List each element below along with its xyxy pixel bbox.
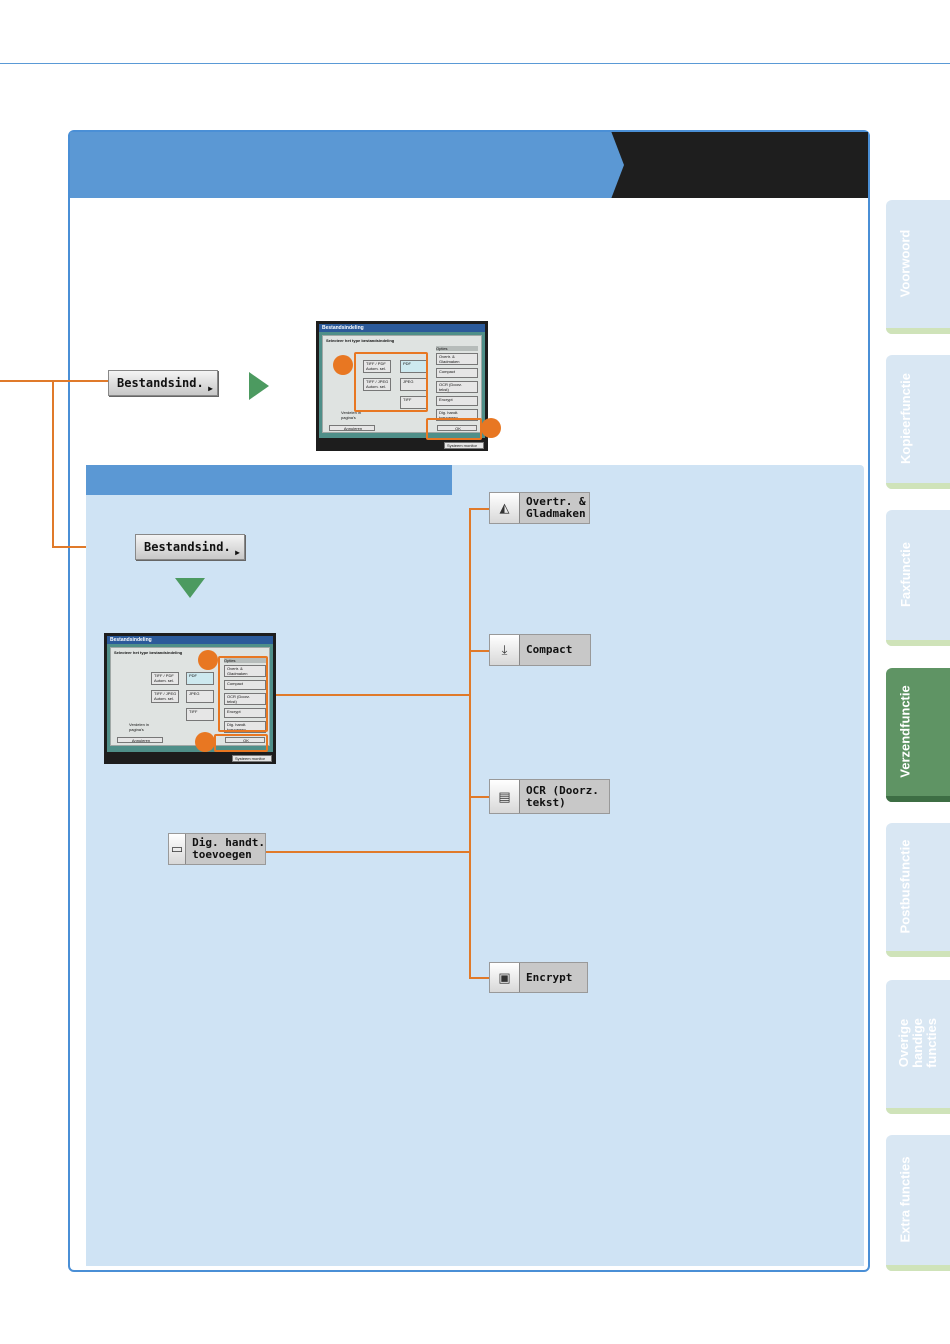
detail-panel (86, 465, 864, 1266)
compact-button[interactable]: ⤓ Compact (489, 634, 591, 666)
format-tiff-button[interactable]: TIFF (186, 708, 214, 721)
section-header (70, 132, 620, 198)
top-rule (0, 63, 950, 64)
callout-dot (333, 355, 353, 375)
cancel-button[interactable]: Annuleren (329, 425, 375, 431)
screen-title: Bestandsindeling (319, 324, 485, 332)
format-jpeg-button[interactable]: JPEG (186, 690, 214, 703)
options-label: Opties (224, 658, 266, 663)
callout-dot (198, 650, 218, 670)
outline-smooth-icon: ◭ (490, 493, 520, 523)
arrow-icon: ▶ (235, 548, 240, 557)
screen-heading: Selecteer het type bestandsindeling (114, 650, 183, 655)
screen-thumbnail-small: Bestandsindeling Selecteer het type best… (104, 633, 276, 764)
detail-panel-header (86, 465, 452, 495)
format-tiff-button[interactable]: TIFF (400, 396, 428, 409)
ocr-button[interactable]: ▤ OCR (Doorz. tekst) (489, 779, 610, 814)
tab-verzendfunctie[interactable]: Verzendfunctie (886, 668, 950, 802)
digital-signature-button[interactable]: ▭ Dig. handt. toevoegen (168, 833, 266, 865)
screen-heading: Selecteer het type bestandsindeling (326, 338, 395, 343)
down-arrow-icon (175, 578, 205, 598)
format-tiff-jpeg-button[interactable]: TIFF / JPEG Autom. sel. (363, 378, 391, 391)
highlight-format-area (354, 352, 428, 412)
option-compact-button[interactable]: Compact (224, 680, 266, 690)
ok-button[interactable]: OK (437, 425, 477, 431)
highlight-ok-area (214, 734, 268, 752)
screen-title: Bestandsindeling (107, 636, 273, 644)
split-pages-label: Verdelen in pagina's (341, 410, 362, 420)
connector-line (469, 650, 489, 652)
option-ocr-button[interactable]: OCR (Doorz. tekst) (224, 693, 266, 705)
connector-line (276, 694, 470, 696)
signature-icon: ▭ (169, 834, 187, 864)
tab-voorwoord[interactable]: Voorwoord (886, 200, 950, 334)
tab-postbusfunctie[interactable]: Postbusfunctie (886, 823, 950, 957)
format-tiff-pdf-button[interactable]: TIFF / PDF Autom. sel. (363, 360, 391, 373)
highlight-ok-area (426, 418, 482, 440)
highlight-options-area (218, 656, 268, 732)
file-format-button[interactable]: Bestandsind.▶ (108, 370, 218, 396)
tab-kopieerfunctie[interactable]: Kopieerfunctie (886, 355, 950, 489)
option-compact-button[interactable]: Compact (436, 368, 478, 378)
arrow-icon: ▶ (208, 384, 213, 393)
format-pdf-button[interactable]: PDF (186, 672, 214, 685)
system-monitor-button[interactable]: Systeem monitor (232, 755, 272, 762)
system-monitor-button[interactable]: Systeem monitor (444, 442, 484, 449)
encrypt-icon: ▣ (490, 963, 520, 992)
file-format-button-panel[interactable]: Bestandsind.▶ (135, 534, 245, 560)
callout-dot (195, 732, 215, 752)
option-outline-button[interactable]: Overtr. & Gladmaken (224, 665, 266, 677)
next-step-arrow-icon (249, 372, 269, 400)
format-tiff-pdf-button[interactable]: TIFF / PDF Autom. sel. (151, 672, 179, 685)
outline-smooth-button[interactable]: ◭ Overtr. & Gladmaken (489, 492, 590, 524)
split-pages-label: Verdelen in pagina's (129, 722, 150, 732)
callout-dot (481, 418, 501, 438)
connector-line (469, 796, 489, 798)
ocr-icon: ▤ (490, 780, 520, 813)
connector-line (469, 508, 489, 510)
option-ocr-button[interactable]: OCR (Doorz. tekst) (436, 381, 478, 393)
connector-line (266, 851, 470, 853)
options-label: Opties (436, 346, 478, 351)
tab-faxfunctie[interactable]: Faxfunctie (886, 510, 950, 646)
connector-line (469, 977, 489, 979)
tab-overige-handige-functies[interactable]: Overige handige functies (886, 980, 950, 1114)
connector-line (0, 380, 110, 382)
encrypt-button[interactable]: ▣ Encrypt (489, 962, 588, 993)
option-outline-button[interactable]: Overtr. & Gladmaken (436, 353, 478, 365)
section-header-dark (596, 132, 868, 198)
format-tiff-jpeg-button[interactable]: TIFF / JPEG Autom. sel. (151, 690, 179, 703)
option-encrypt-button[interactable]: Encrypt (224, 708, 266, 718)
option-encrypt-button[interactable]: Encrypt (436, 396, 478, 406)
connector-line (469, 508, 471, 978)
tab-extra-functies[interactable]: Extra functies (886, 1135, 950, 1271)
compact-icon: ⤓ (490, 635, 520, 665)
cancel-button[interactable]: Annuleren (117, 737, 163, 743)
connector-line (52, 380, 54, 548)
ok-button[interactable]: OK (225, 737, 265, 743)
